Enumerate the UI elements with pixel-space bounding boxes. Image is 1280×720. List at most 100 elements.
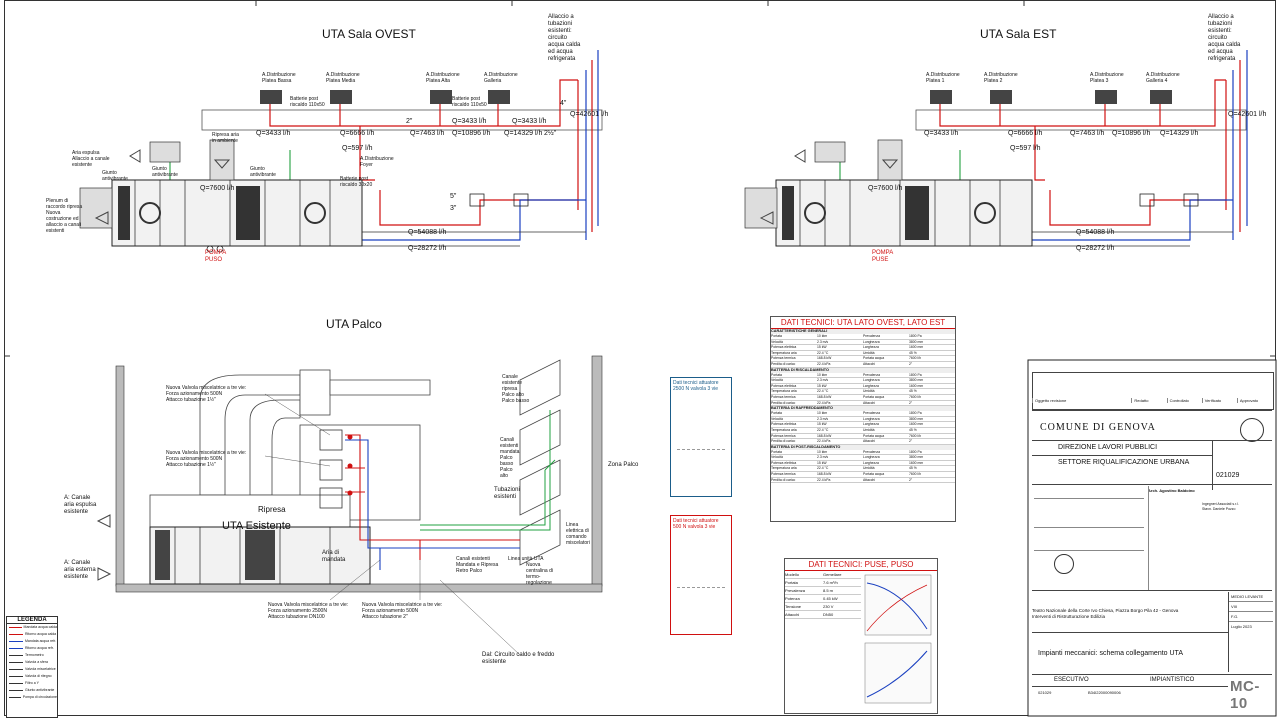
uta-table-cell: Potenza elettrica bbox=[771, 383, 797, 388]
numero-tavola: MC-10 bbox=[1230, 678, 1260, 712]
ordine-stamp-icon bbox=[1054, 554, 1074, 574]
ovest-plenum: Plenum di raccordo ripresa Nuova costruz… bbox=[46, 198, 83, 234]
uta-table-cell: Velocità bbox=[771, 416, 783, 421]
pump-table-cell: Modello bbox=[785, 572, 800, 577]
legend-swatch bbox=[9, 626, 22, 629]
legend-label: Filtro a Y bbox=[25, 681, 39, 685]
uta-table-cell: Velocità bbox=[771, 339, 783, 344]
uta-table-cell: 22.4 °C bbox=[817, 427, 829, 432]
ovest-q-bottom-2: Q=28272 l/h bbox=[408, 245, 447, 252]
palco-linea-uta: Linea unità UTA bbox=[508, 556, 544, 562]
scala: F.G. bbox=[1229, 612, 1273, 622]
est-pompa: POMPA PUSE bbox=[872, 250, 894, 263]
uta-table-cell: Potenza elettrica bbox=[771, 460, 797, 465]
est-q-foyer: Q=597 l/h bbox=[1010, 145, 1041, 152]
est-diffusore-1: A.Distribuzione Platea 1 bbox=[926, 72, 960, 84]
uta-table-cell: 15 kW bbox=[817, 345, 827, 350]
uta-ovest-schematic bbox=[79, 50, 603, 253]
uta-table-cell: 1800 Pa bbox=[909, 411, 922, 416]
settore: SETTORE RIQUALIFICAZIONE URBANA bbox=[1058, 459, 1190, 466]
uta-table-cell: Velocità bbox=[771, 378, 783, 383]
uta-table-cell: 45 % bbox=[909, 427, 917, 432]
ovest-giunto-1: Giunto antivibrante bbox=[102, 170, 128, 182]
uta-table-cell: Potenza termica bbox=[771, 394, 796, 399]
responsabile: Arch. Agostino Baldoino bbox=[1148, 488, 1195, 493]
palco-dal-circuito: Dal: Circuito caldo e freddo esistente bbox=[482, 652, 555, 665]
ovest-allaccio-label: Allaccio a tubazioni esistenti: circuito… bbox=[548, 14, 581, 62]
pump-table-cell: Tensione bbox=[785, 604, 802, 609]
palco-canali-mandata: Canali esistenti mandata Palco basso Pal… bbox=[500, 437, 520, 479]
uta-table-cell: 22.4 kPa bbox=[817, 477, 831, 482]
est-flow-2: Q=6666 l/h bbox=[1008, 130, 1043, 137]
palco-mandata: Aria di mandata bbox=[322, 550, 346, 563]
legend-swatch bbox=[9, 689, 23, 692]
palco-canale-espulsa: A: Canale aria espulsa esistente bbox=[64, 495, 97, 515]
uta-table-cell: Temperatura aria bbox=[771, 427, 797, 432]
uta-table-cell: Larghezza bbox=[863, 345, 879, 350]
uta-table-cell: 10 ktm bbox=[817, 449, 828, 454]
legend-item: Termometro bbox=[7, 652, 57, 659]
uta-table-cell: Attacchi bbox=[863, 439, 876, 444]
legend-label: Mandata acqua refr. bbox=[25, 639, 57, 643]
uta-table-cell: 1600 mm bbox=[909, 383, 924, 388]
uta-table-cell: Prevalenza bbox=[863, 372, 880, 377]
ovest-pompa: POMPA PUSO bbox=[205, 250, 227, 263]
legend-swatch bbox=[9, 640, 23, 643]
dati-tecnici-pompa-title: DATI TECNICI: PUSE, PUSO bbox=[785, 559, 937, 571]
uta-table-cell: Umidità bbox=[863, 350, 875, 355]
uta-table-cell: 22.4 °C bbox=[817, 350, 829, 355]
uta-table-cell: 45 % bbox=[909, 389, 917, 394]
uta-table-cell: Portata acqua bbox=[863, 356, 885, 361]
est-flow-3: Q=7463 l/h bbox=[1070, 130, 1105, 137]
ovest-foyer: A.Distribuzione Foyer bbox=[360, 156, 394, 168]
uta-table-cell: Potenza termica bbox=[771, 472, 796, 477]
ovest-q-foyer: Q=597 l/h bbox=[342, 145, 373, 152]
est-diffusore-2: A.Distribuzione Platea 2 bbox=[984, 72, 1018, 84]
ovest-espulsa: Aria espulsa Allaccio a canale esistente bbox=[72, 150, 110, 168]
drawing-sheet bbox=[4, 0, 1276, 716]
uta-table-section: BATTERIA DI POST-RISCALDAMENTO bbox=[771, 444, 955, 450]
uta-table-cell: 1800 Pa bbox=[909, 449, 922, 454]
est-q-uta: Q=7600 l/h bbox=[868, 185, 903, 192]
uta-table-cell: 2.3 m/s bbox=[817, 416, 829, 421]
uta-table-cell: Larghezza bbox=[863, 383, 879, 388]
ovest-flow-mid-d: 2" bbox=[406, 118, 413, 125]
revision-header: Controllato bbox=[1166, 398, 1202, 403]
revision-header: Oggetto revisione bbox=[1032, 398, 1131, 403]
uta-table-cell: 22.4 °C bbox=[817, 466, 829, 471]
uta-table-cell: 1800 Pa bbox=[909, 372, 922, 377]
est-diffusore-4: A.Distribuzione Galleria 4 bbox=[1146, 72, 1180, 84]
titolo-tavola: Impianti meccanici: schema collegamento … bbox=[1038, 650, 1183, 657]
est-q-bottom-1: Q=54088 l/h bbox=[1076, 229, 1115, 236]
uta-table-cell: 45 % bbox=[909, 466, 917, 471]
genova-seal-icon bbox=[1240, 418, 1264, 442]
uta-table-cell: Umidità bbox=[863, 389, 875, 394]
legend-label: Termometro bbox=[25, 653, 44, 657]
uta-table-cell: 2" bbox=[909, 400, 913, 405]
uta-table-cell: Portata acqua bbox=[863, 433, 885, 438]
uta-table-cell: 7600 l/h bbox=[909, 433, 922, 438]
dati-tecnici-uta-title: DATI TECNICI: UTA LATO OVEST, LATO EST bbox=[771, 317, 955, 329]
dati-tecnici-uta-panel: DATI TECNICI: UTA LATO OVEST, LATO EST C… bbox=[770, 316, 956, 522]
legend-label: Mandata acqua calda bbox=[23, 625, 57, 629]
uta-table-cell: Umidità bbox=[863, 466, 875, 471]
title-uta-ovest: UTA Sala OVEST bbox=[322, 27, 416, 41]
attuatore-500n-title: Dati tecnici attuatore 500 N valvola 3 v… bbox=[673, 518, 719, 530]
progetto-numero: 021029 bbox=[1216, 472, 1240, 479]
